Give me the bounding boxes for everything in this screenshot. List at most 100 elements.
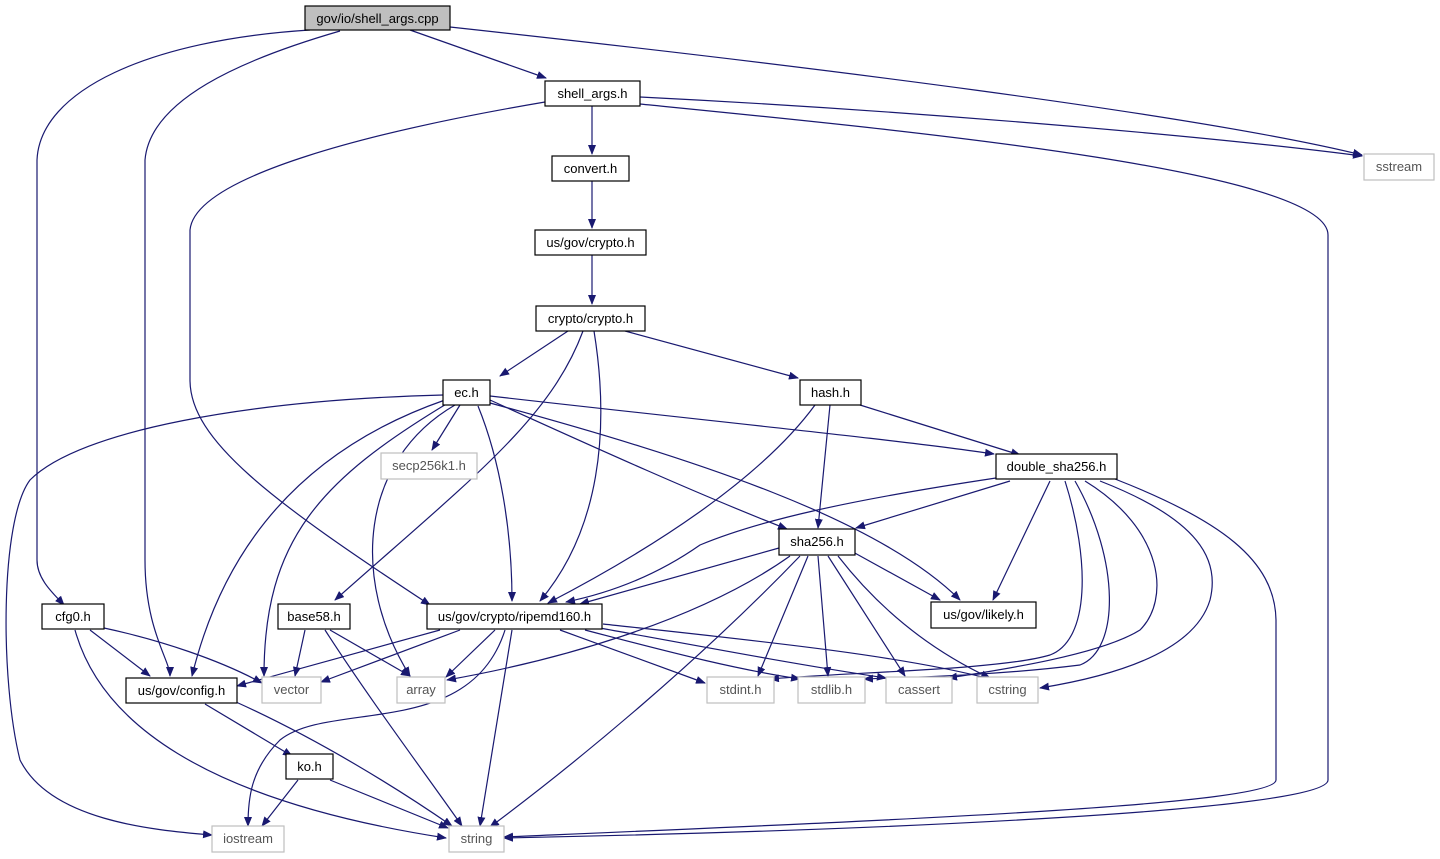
node-cassert[interactable]: cassert (885, 676, 953, 704)
node-label: shell_args.h (557, 86, 627, 101)
node-label: sha256.h (790, 534, 844, 549)
node-label: double_sha256.h (1007, 459, 1107, 474)
node-label: string (461, 831, 493, 846)
edge-shell-args-h-to-string (503, 103, 1329, 842)
node-hash-h[interactable]: hash.h (799, 379, 862, 406)
node-shell-args-cpp[interactable]: gov/io/shell_args.cpp (304, 5, 451, 31)
edge-base58-h-to-array (329, 629, 411, 677)
edge-base58-h-to-string (324, 629, 463, 827)
edge-ripemd160-h-to-stdlib-h (584, 629, 801, 682)
node-shell-args-h[interactable]: shell_args.h (544, 80, 641, 107)
edge-sha256-h-to-stdlib-h (817, 555, 832, 677)
edge-cfg0-h-to-vector (103, 627, 263, 684)
node-secp256k1-h[interactable]: secp256k1.h (380, 452, 478, 480)
edge-double-sha256-h-to-ripemd160-h (565, 477, 997, 605)
node-double-sha256-h[interactable]: double_sha256.h (995, 453, 1118, 480)
node-stdint-h[interactable]: stdint.h (706, 676, 775, 704)
node-label: cstring (988, 682, 1026, 697)
node-convert-h[interactable]: convert.h (551, 155, 630, 182)
node-stdlib-h[interactable]: stdlib.h (797, 676, 866, 704)
edge-ripemd160-h-to-iostream (244, 629, 506, 827)
edge-crypto-crypto-h-to-ec-h (499, 330, 569, 377)
node-label: us/gov/crypto/ripemd160.h (438, 609, 591, 624)
node-string[interactable]: string (448, 825, 505, 853)
node-label: cfg0.h (55, 609, 90, 624)
edge-shell-args-h-to-sstream (639, 96, 1363, 159)
edge-ripemd160-h-to-array (445, 629, 496, 678)
edge-sha256-h-to-array (446, 555, 791, 683)
edge-shell-args-h-to-ripemd160-h (189, 101, 546, 606)
node-label: ec.h (454, 385, 479, 400)
edge-double-sha256-h-to-cstring (1039, 480, 1213, 691)
node-label: us/gov/config.h (138, 683, 225, 698)
edge-cfg0-h-to-string (74, 629, 447, 841)
node-config-h[interactable]: us/gov/config.h (125, 677, 238, 704)
node-label: cassert (898, 682, 940, 697)
node-array[interactable]: array (396, 676, 446, 704)
node-label: gov/io/shell_args.cpp (316, 11, 438, 26)
edge-base58-h-to-vector (293, 629, 306, 677)
edge-double-sha256-h-to-cassert (947, 480, 1158, 681)
edge-config-h-to-ko-h (204, 703, 293, 757)
node-ko-h[interactable]: ko.h (285, 753, 334, 780)
edge-ec-h-to-sha256-h (489, 399, 788, 530)
node-sha256-h[interactable]: sha256.h (778, 528, 856, 556)
edge-sha256-h-to-string (489, 555, 801, 828)
edge-crypto-crypto-h-to-hash-h (624, 330, 799, 380)
edge-ko-h-to-iostream (261, 779, 299, 827)
edge-crypto-crypto-h-to-base58-h (334, 330, 584, 601)
node-cstring[interactable]: cstring (976, 676, 1039, 704)
edge-ec-h-to-double-sha256-h (489, 395, 995, 457)
edge-ec-h-to-iostream (5, 394, 444, 839)
node-vector[interactable]: vector (261, 676, 322, 704)
edge-hash-h-to-ripemd160-h (547, 404, 816, 604)
edge-ec-h-to-secp256k1-h (431, 404, 461, 451)
node-crypto-crypto-h[interactable]: crypto/crypto.h (535, 305, 646, 332)
edge-ec-h-to-array (371, 404, 456, 677)
edge-ripemd160-h-to-vector (320, 629, 461, 683)
edge-double-sha256-h-to-string (503, 478, 1277, 841)
edge-ec-h-to-vector (260, 402, 449, 677)
file-nodes: gov/io/shell_args.cpp shell_args.h sstre… (41, 5, 1435, 853)
node-label: sstream (1376, 159, 1422, 174)
node-label: ko.h (297, 759, 322, 774)
dependency-edges (5, 26, 1363, 842)
node-label: us/gov/likely.h (943, 607, 1024, 622)
node-base58-h[interactable]: base58.h (277, 603, 351, 630)
edge-ripemd160-h-to-cassert (599, 627, 887, 681)
edge-cfg0-h-to-config-h (89, 629, 151, 677)
node-label: us/gov/crypto.h (546, 235, 634, 250)
edge-double-sha256-h-to-stdlib-h (863, 480, 1110, 683)
edge-shell-args-cpp-to-config-h (144, 30, 341, 677)
node-ripemd160-h[interactable]: us/gov/crypto/ripemd160.h (426, 603, 603, 630)
node-likely-h[interactable]: us/gov/likely.h (930, 601, 1037, 629)
edge-ec-h-to-ripemd160-h (477, 405, 516, 602)
node-label: crypto/crypto.h (548, 311, 633, 326)
node-label: vector (274, 682, 310, 697)
node-label: hash.h (811, 385, 850, 400)
edge-shell-args-cpp-to-shell-args-h (409, 29, 547, 79)
node-cfg0-h[interactable]: cfg0.h (41, 603, 105, 630)
edge-config-h-to-string (235, 701, 453, 827)
edge-sha256-h-to-stdint-h (757, 555, 809, 677)
edge-ripemd160-h-to-stdint-h (559, 629, 706, 684)
node-label: stdint.h (720, 682, 762, 697)
node-label: array (406, 682, 436, 697)
node-iostream[interactable]: iostream (211, 825, 285, 853)
edge-ko-h-to-string (329, 779, 449, 829)
edge-double-sha256-h-to-likely-h (992, 480, 1051, 601)
node-label: convert.h (564, 161, 617, 176)
edge-crypto-crypto-h-to-ripemd160-h (539, 330, 602, 602)
edge-double-sha256-h-to-stdint-h (769, 480, 1083, 683)
edge-sha256-h-to-cstring (837, 555, 991, 679)
node-crypto-h[interactable]: us/gov/crypto.h (534, 229, 647, 256)
edge-ripemd160-h-to-string (477, 629, 513, 827)
edge-sha256-h-to-cassert (827, 555, 906, 677)
edge-hash-h-to-double-sha256-h (859, 404, 1021, 457)
node-label: stdlib.h (811, 682, 852, 697)
edge-double-sha256-h-to-sha256-h (855, 480, 1011, 530)
edge-shell-args-cpp-to-sstream (449, 26, 1363, 157)
node-ec-h[interactable]: ec.h (442, 379, 491, 406)
node-sstream[interactable]: sstream (1363, 153, 1435, 181)
